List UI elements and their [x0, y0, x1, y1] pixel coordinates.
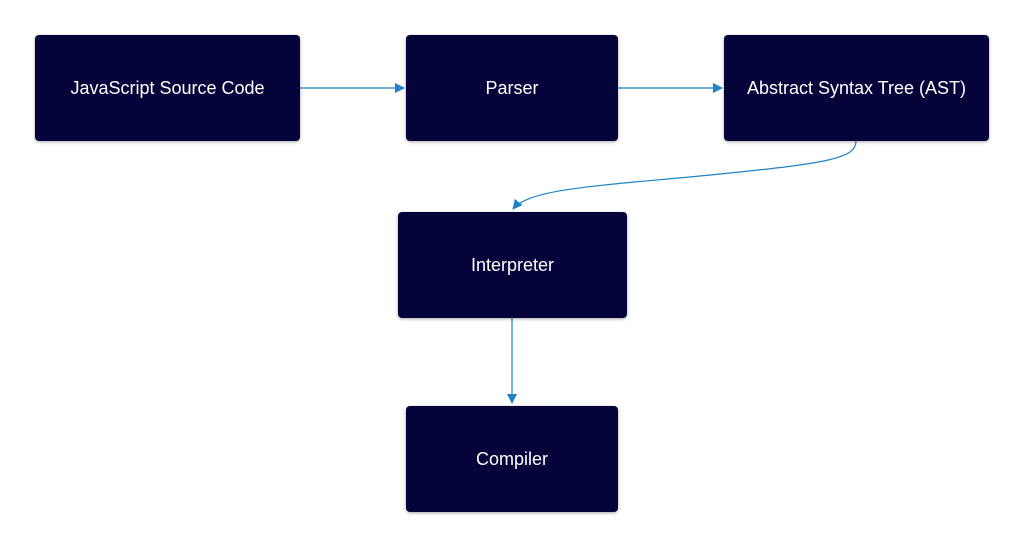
- node-label: Compiler: [475, 448, 549, 469]
- node-label: Abstract Syntax Tree (AST): [746, 77, 967, 98]
- node-label: Parser: [485, 77, 539, 98]
- node-compiler[interactable]: Compiler: [406, 406, 618, 512]
- node-label: Interpreter: [470, 254, 555, 275]
- arrow-ast-to-interpreter: [512, 140, 857, 210]
- node-interpreter[interactable]: Interpreter: [398, 212, 627, 318]
- node-parser[interactable]: Parser: [406, 35, 618, 141]
- node-abstract-syntax-tree[interactable]: Abstract Syntax Tree (AST): [724, 35, 989, 141]
- node-javascript-source-code[interactable]: JavaScript Source Code: [35, 35, 300, 141]
- node-label: JavaScript Source Code: [70, 77, 265, 98]
